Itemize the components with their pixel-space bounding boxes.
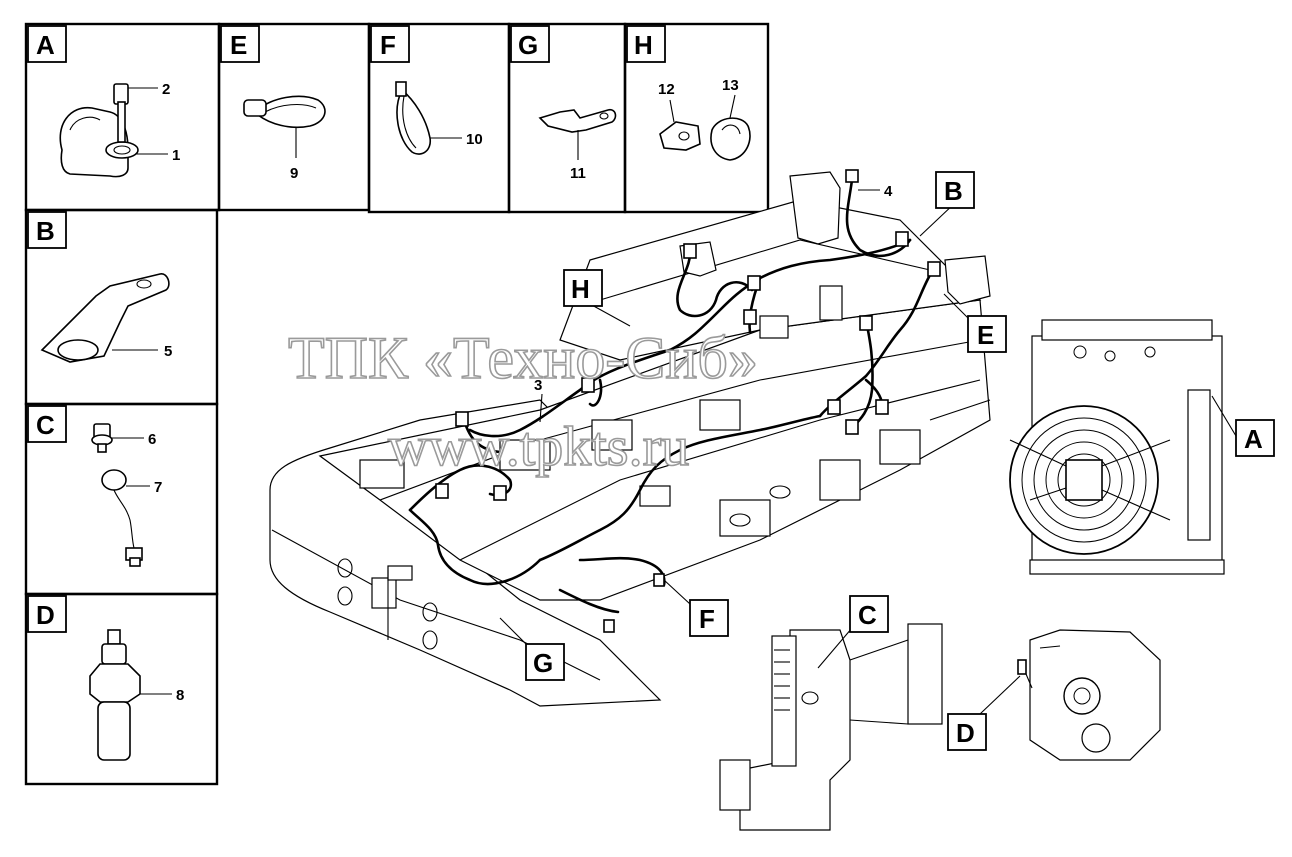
- pressure-sensor-part: [91, 423, 143, 567]
- engine-side-view: [719, 623, 943, 831]
- panel-letter-a: A: [36, 30, 55, 60]
- callout-8: 8: [176, 687, 184, 704]
- temperature-sensor-part: [89, 629, 141, 761]
- detail-panels: A E F G H B C D 2 1: [24, 22, 770, 786]
- panel-letter-f: F: [380, 30, 396, 60]
- callout-1: 1: [172, 147, 180, 164]
- watermark-line-2: www.tpkts.ru: [388, 416, 689, 478]
- clip-clamp-part: [659, 94, 751, 161]
- callout-6: 6: [148, 431, 156, 448]
- callout-13: 13: [722, 77, 739, 94]
- panel-letter-h: H: [634, 30, 653, 60]
- main-label-e: E: [977, 320, 994, 350]
- panel-letter-g: G: [518, 30, 538, 60]
- callout-9: 9: [290, 165, 298, 182]
- chassis-frame-drawing: [269, 171, 991, 707]
- main-label-g: G: [533, 648, 553, 678]
- panel-letter-b: B: [36, 216, 55, 246]
- main-label-f: F: [699, 604, 715, 634]
- harness-connectors: [435, 169, 941, 633]
- main-label-h: H: [571, 274, 590, 304]
- radiator-fan-unit: [1009, 319, 1225, 575]
- panel-letter-d: D: [36, 600, 55, 630]
- callout-4: 4: [884, 183, 893, 200]
- wiring-harness: [408, 169, 941, 633]
- bracket-part: [538, 108, 617, 160]
- cable-tie-part: [395, 81, 432, 155]
- panel-letter-e: E: [230, 30, 247, 60]
- callout-2: 2: [162, 81, 170, 98]
- main-label-d: D: [956, 718, 975, 748]
- watermark-line-1: ТПК «Техно-Сиб»: [288, 325, 758, 391]
- cable-tie-clip-part: [243, 95, 326, 158]
- callout-7: 7: [154, 479, 162, 496]
- callout-12: 12: [658, 81, 675, 98]
- callout-3: 3: [534, 377, 542, 394]
- main-label-a: A: [1244, 424, 1263, 454]
- watermark: ТПК «Техно-Сиб» www.tpkts.ru: [287, 324, 759, 479]
- callout-10: 10: [466, 131, 483, 148]
- main-callouts: B H E A F G C D 3 4: [499, 171, 1275, 751]
- callout-5: 5: [164, 343, 172, 360]
- clamp-bolt-part: [59, 83, 139, 178]
- callout-11: 11: [570, 165, 586, 182]
- panel-letter-c: C: [36, 410, 55, 440]
- hydraulic-housing-view: [1017, 629, 1161, 761]
- main-label-c: C: [858, 600, 877, 630]
- bent-bracket-part: [40, 273, 170, 363]
- main-label-b: B: [944, 176, 963, 206]
